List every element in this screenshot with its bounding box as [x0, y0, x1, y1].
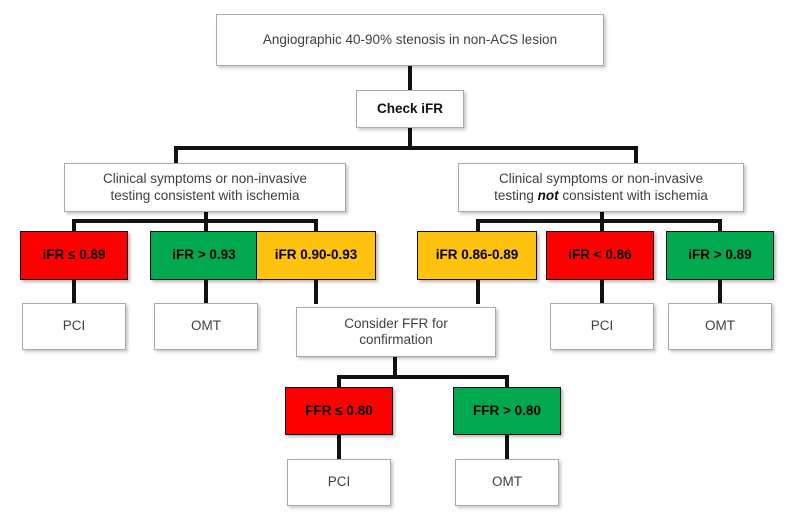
- chip-ifr-gt-0-93[interactable]: iFR > 0.93: [150, 231, 258, 280]
- chip-ffr-gt-0-80-label: FFR > 0.80: [473, 402, 541, 418]
- node-outcome-pci-2[interactable]: PCI: [550, 303, 654, 350]
- cond-right-line1: Clinical symptoms or non-invasive: [498, 171, 704, 187]
- edge-check-stem: [408, 128, 412, 148]
- cond-right-emphasis-not: not: [537, 187, 559, 203]
- edge-left-fork-bar: [72, 219, 318, 223]
- cond-right-line2-pre: testing: [494, 187, 538, 203]
- chip-ifr-0-86-0-89-label: iFR 0.86-0.89: [435, 247, 519, 263]
- edge-ffr-stem: [393, 357, 397, 379]
- node-outcome-omt-3[interactable]: OMT: [455, 459, 559, 506]
- chip-ifr-0-90-0-93[interactable]: iFR 0.90-0.93: [256, 231, 376, 280]
- node-condition-ischemia-no[interactable]: Clinical symptoms or non-invasive testin…: [458, 163, 744, 212]
- node-outcome-omt-2-label: OMT: [705, 318, 735, 334]
- node-angiographic-stenosis-label: Angiographic 40-90% stenosis in non-ACS …: [262, 31, 558, 47]
- edge-ifr6-to-omt: [718, 280, 722, 304]
- edge-left-fork-drop-1: [72, 219, 76, 232]
- edge-top-fork-left-drop: [174, 146, 178, 164]
- chip-ifr-0-90-0-93-label: iFR 0.90-0.93: [274, 247, 358, 263]
- edge-left-fork-drop-3: [314, 219, 318, 232]
- chip-ifr-le-0-89-label: iFR ≤ 0.89: [42, 247, 106, 263]
- edge-ffr-fork-drop-left: [337, 375, 341, 388]
- edge-ffr-fork-drop-right: [505, 375, 509, 388]
- ffr-line2: confirmation: [359, 332, 433, 347]
- edge-left-cond-stem: [204, 212, 208, 222]
- chip-ifr-0-86-0-89[interactable]: iFR 0.86-0.89: [417, 231, 537, 280]
- node-outcome-pci-3[interactable]: PCI: [287, 459, 391, 506]
- edge-right-fork-drop-2: [600, 219, 604, 232]
- edge-ifr1-to-pci: [72, 280, 76, 304]
- node-angiographic-stenosis[interactable]: Angiographic 40-90% stenosis in non-ACS …: [216, 14, 604, 66]
- node-condition-ischemia-yes[interactable]: Clinical symptoms or non-invasive testin…: [64, 163, 346, 212]
- node-outcome-pci-1[interactable]: PCI: [22, 303, 126, 350]
- edge-ffr-fork-bar: [337, 375, 509, 379]
- edge-right-fork-drop-1: [476, 219, 480, 232]
- edge-ffr-low-to-pci: [337, 435, 341, 459]
- edge-ifr4-to-ffr: [476, 280, 480, 304]
- chip-ifr-lt-0-86[interactable]: iFR < 0.86: [546, 231, 654, 280]
- edge-ifr2-to-omt: [204, 280, 208, 304]
- chip-ffr-gt-0-80[interactable]: FFR > 0.80: [453, 387, 561, 435]
- node-outcome-omt-1-label: OMT: [191, 318, 221, 334]
- edge-right-fork-bar: [476, 219, 722, 223]
- chip-ifr-gt-0-89[interactable]: iFR > 0.89: [666, 231, 774, 280]
- edge-ffr-high-to-omt: [505, 435, 509, 459]
- cond-left-line2: testing consistent with ischemia: [110, 187, 300, 203]
- edge-ifr5-to-pci: [600, 280, 604, 304]
- edge-left-fork-drop-2: [204, 219, 208, 232]
- edge-ifr3-to-ffr: [314, 280, 318, 304]
- node-outcome-pci-3-label: PCI: [327, 474, 351, 490]
- node-outcome-pci-2-label: PCI: [590, 318, 614, 334]
- node-outcome-omt-2[interactable]: OMT: [668, 303, 772, 350]
- cond-right-line2-post: consistent with ischemia: [558, 187, 708, 203]
- node-condition-ischemia-yes-label: Clinical symptoms or non-invasive testin…: [98, 171, 312, 204]
- edge-root-to-check: [408, 66, 412, 90]
- edge-top-fork-right-drop: [634, 146, 638, 164]
- chip-ffr-le-0-80[interactable]: FFR ≤ 0.80: [285, 387, 393, 435]
- chip-ifr-le-0-89[interactable]: iFR ≤ 0.89: [20, 231, 128, 280]
- ffr-line1: Consider FFR for: [344, 315, 448, 331]
- node-consider-ffr-label: Consider FFR for confirmation: [339, 316, 453, 349]
- node-outcome-omt-1[interactable]: OMT: [154, 303, 258, 350]
- chip-ffr-le-0-80-label: FFR ≤ 0.80: [305, 402, 373, 418]
- node-outcome-omt-3-label: OMT: [492, 474, 522, 490]
- chip-ifr-gt-0-89-label: iFR > 0.89: [688, 247, 752, 263]
- chip-ifr-lt-0-86-label: iFR < 0.86: [568, 247, 632, 263]
- cond-left-line1: Clinical symptoms or non-invasive: [102, 171, 308, 187]
- node-outcome-pci-1-label: PCI: [62, 318, 86, 334]
- node-condition-ischemia-no-label: Clinical symptoms or non-invasive testin…: [489, 171, 713, 204]
- node-check-ifr[interactable]: Check iFR: [356, 90, 464, 128]
- chip-ifr-gt-0-93-label: iFR > 0.93: [172, 247, 236, 263]
- edge-right-fork-drop-3: [718, 219, 722, 232]
- edge-top-fork-bar: [174, 146, 638, 150]
- node-check-ifr-label: Check iFR: [376, 100, 444, 116]
- node-consider-ffr[interactable]: Consider FFR for confirmation: [296, 307, 496, 357]
- edge-right-cond-stem: [600, 212, 604, 222]
